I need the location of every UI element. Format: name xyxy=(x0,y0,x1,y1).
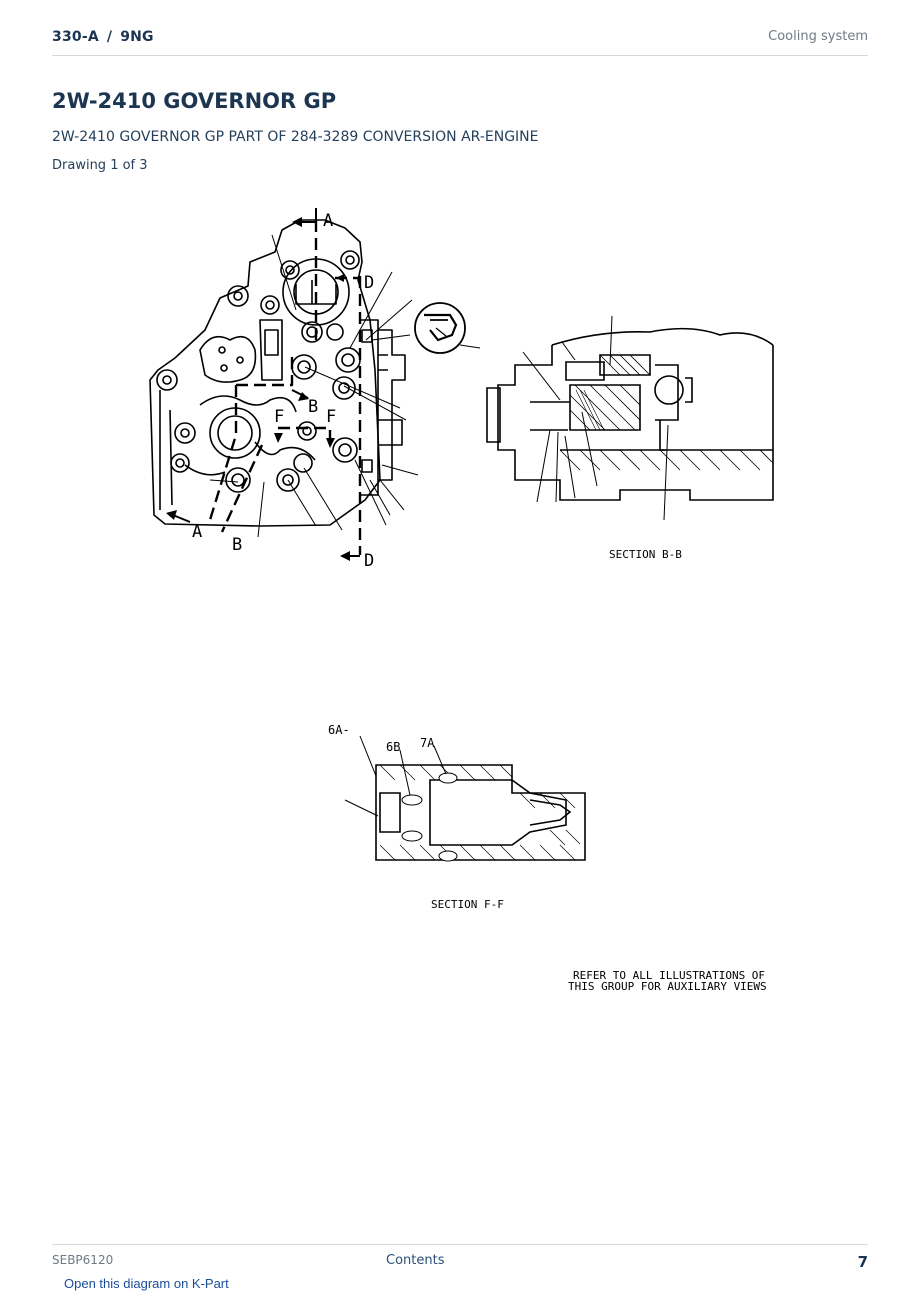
governor-housing-outline xyxy=(149,219,381,527)
section-ff-label: SECTION F-F xyxy=(431,898,504,911)
note-line-2: THIS GROUP FOR AUXILIARY VIEWS xyxy=(568,980,767,993)
section-bb-label: SECTION B-B xyxy=(609,548,682,561)
label-d-top: D xyxy=(364,273,374,293)
label-a-bottom: A xyxy=(192,522,202,542)
page-subtitle: 2W-2410 GOVERNOR GP PART OF 284-3289 CON… xyxy=(52,129,539,145)
label-b-bottom: B xyxy=(232,535,242,555)
page-title: 2W-2410 GOVERNOR GP xyxy=(52,89,337,113)
section-name: Cooling system xyxy=(768,29,868,44)
label-b-mid: B xyxy=(308,397,318,417)
label-a-top: A xyxy=(323,211,333,231)
label-f-right: F xyxy=(326,407,336,427)
callout-6b: 6B xyxy=(386,740,400,754)
callout-6a: 6A- xyxy=(328,723,350,737)
note-line-1: REFER TO ALL ILLUSTRATIONS OF xyxy=(573,969,765,982)
serial-prefix: 9NG xyxy=(120,29,154,45)
page-header: 330-A / 9NG Cooling system xyxy=(52,29,868,56)
document-id: SEBP6120 xyxy=(52,1253,114,1267)
contents-link[interactable]: Contents xyxy=(386,1253,445,1268)
label-d-bottom: D xyxy=(364,551,374,571)
callout-7a: 7A xyxy=(420,736,435,750)
parts-diagram-svg: A D B F F A B D SECTION B-B xyxy=(149,208,774,993)
kpart-link[interactable]: Open this diagram on K-Part xyxy=(64,1276,229,1291)
page-number: 7 xyxy=(857,1253,868,1271)
label-f-left: F xyxy=(274,407,284,427)
model-number: 330-A xyxy=(52,29,99,45)
drawing-count: Drawing 1 of 3 xyxy=(52,158,148,173)
separator: / xyxy=(106,29,113,45)
parts-diagram: A D B F F A B D SECTION B-B xyxy=(0,180,920,1024)
page-footer: SEBP6120 Contents 7 xyxy=(52,1244,868,1275)
model-serial: 330-A / 9NG xyxy=(52,29,154,45)
